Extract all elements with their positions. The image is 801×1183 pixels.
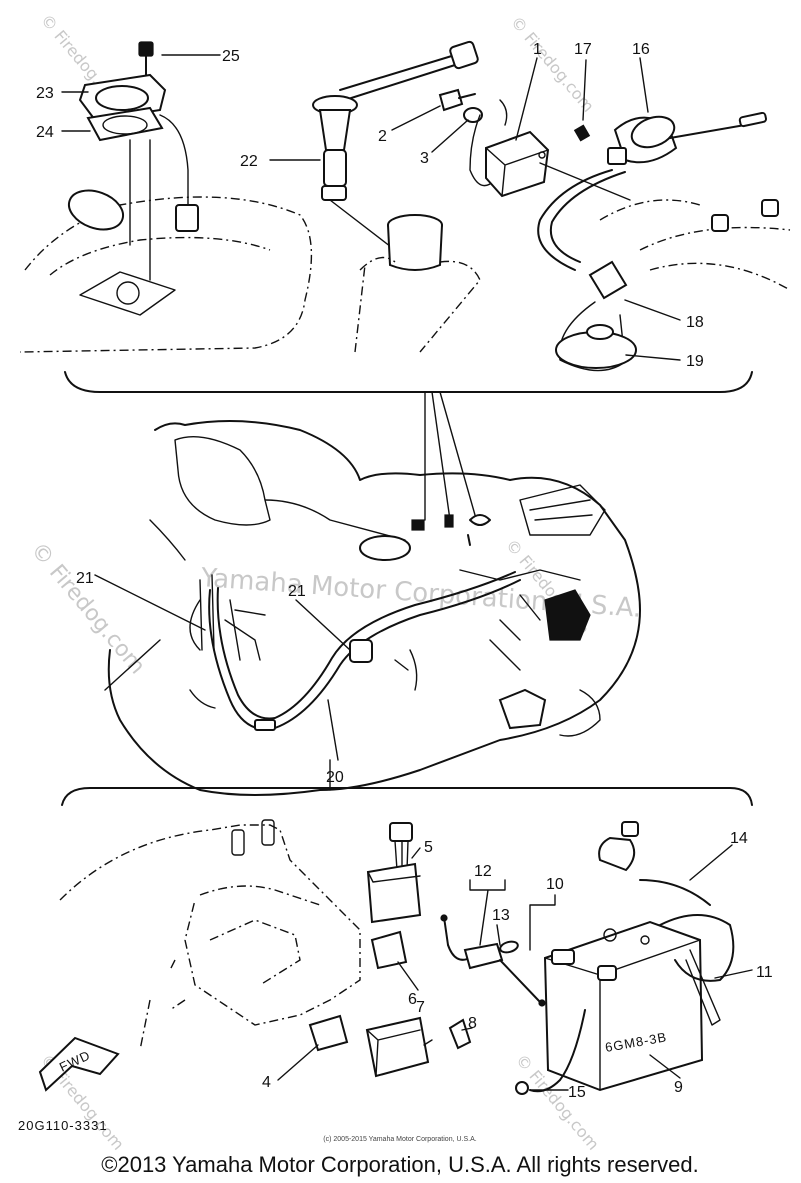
battery-lead-positive [639, 879, 735, 982]
callout-14: 14 [730, 830, 748, 847]
vehicle-body [107, 420, 641, 796]
callout-12: 12 [474, 863, 492, 880]
rear-rack [519, 484, 606, 536]
battery: 6GM8-3B [543, 920, 704, 1092]
callout-9: 9 [674, 1079, 683, 1096]
sensor-4 [308, 1014, 349, 1052]
fuel-sender-unit [67, 41, 199, 316]
cdi-unit [469, 99, 631, 201]
ignition-coil [537, 111, 767, 271]
fuel-filler-assembly [312, 40, 481, 353]
battery-band [685, 949, 721, 1026]
top-panel-frame [64, 371, 753, 393]
fuse-holder [440, 914, 546, 1007]
callout-10: 10 [546, 876, 564, 893]
fwd-arrow: FWD [38, 1036, 120, 1092]
callout-21-center: 21 [288, 583, 306, 600]
callout-20: 20 [326, 769, 344, 786]
wire-harness [208, 579, 521, 731]
callout-6: 6 [408, 991, 417, 1008]
callout-labels: 25 23 24 22 2 3 1 17 16 18 19 21 21 20 5… [36, 41, 773, 1101]
callout-1: 1 [533, 41, 542, 58]
callout-7: 7 [416, 999, 425, 1016]
callout-23: 23 [36, 85, 54, 102]
middle-panel [104, 391, 641, 796]
spark-plug-cap [555, 199, 791, 372]
callout-16: 16 [632, 41, 650, 58]
bolt-and-washer [438, 88, 483, 123]
watermark-left: © Firedog.com [25, 538, 149, 679]
callout-25: 25 [222, 48, 240, 65]
callout-22: 22 [240, 153, 258, 170]
callout-18: 18 [686, 314, 704, 331]
callout-19: 19 [686, 353, 704, 370]
callout-5: 5 [424, 839, 433, 856]
leader-lines [61, 54, 753, 1091]
diagram-code: 20G110-3331 [18, 1118, 108, 1133]
relay-rubber [370, 930, 408, 970]
small-copyright: (c) 2005-2015 Yamaha Motor Corporation, … [323, 1136, 476, 1143]
footer-copyright: ©2013 Yamaha Motor Corporation, U.S.A. A… [101, 1152, 698, 1177]
turn-relay [365, 1016, 430, 1078]
callout-15: 15 [568, 1084, 586, 1101]
callout-8: 8 [468, 1015, 477, 1032]
callout-4: 4 [262, 1074, 271, 1091]
bottom-panel: 6GM8-3B FWD [38, 759, 753, 1095]
callout-17: 17 [574, 41, 592, 58]
frame-outline [59, 824, 361, 1051]
callout-13: 13 [492, 907, 510, 924]
starter-relay [366, 822, 422, 924]
callout-3: 3 [420, 150, 429, 167]
callout-24: 24 [36, 124, 54, 141]
bottom-panel-frame [61, 787, 753, 806]
top-panel [19, 40, 791, 393]
callout-11: 11 [756, 964, 773, 981]
callout-21-left: 21 [76, 570, 94, 587]
callout-2: 2 [378, 128, 387, 145]
fuel-tank-outline [19, 196, 313, 353]
